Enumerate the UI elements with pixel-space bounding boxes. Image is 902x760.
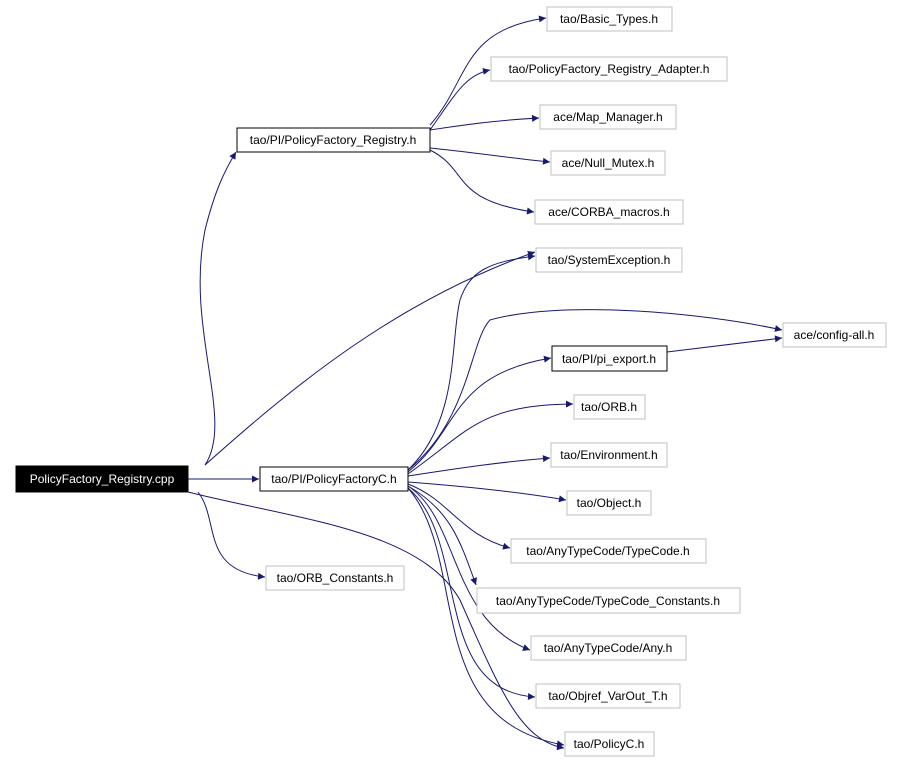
node-orb-constants-h[interactable]: tao/ORB_Constants.h xyxy=(265,565,405,591)
node-label: tao/PI/PolicyFactoryC.h xyxy=(271,472,396,486)
node-systemexception-h[interactable]: tao/SystemException.h xyxy=(535,247,683,273)
node-label: ace/Map_Manager.h xyxy=(553,110,662,124)
edge-root-policyc xyxy=(187,491,565,751)
edge-reg-corba xyxy=(429,149,535,215)
node-label: ace/Null_Mutex.h xyxy=(562,156,655,170)
edge-reg-adapter xyxy=(429,67,491,131)
edge-pfc-obj xyxy=(407,481,567,503)
graph-edges xyxy=(187,15,783,751)
edge-root-orbc xyxy=(197,491,266,580)
node-objref-varout-t-h[interactable]: tao/Objref_VarOut_T.h xyxy=(535,683,681,709)
node-typecode-h[interactable]: tao/AnyTypeCode/TypeCode.h xyxy=(510,538,707,564)
edge-root-reg xyxy=(199,151,237,466)
node-any-h[interactable]: tao/AnyTypeCode/Any.h xyxy=(530,635,687,661)
node-policyc-h[interactable]: tao/PolicyC.h xyxy=(564,731,655,757)
node-basic-types-h[interactable]: tao/Basic_Types.h xyxy=(546,6,673,32)
node-config-all-h[interactable]: ace/config-all.h xyxy=(782,322,887,348)
edge-piexp-config xyxy=(666,335,783,353)
node-orb-h[interactable]: tao/ORB.h xyxy=(573,394,646,420)
node-label: tao/ORB_Constants.h xyxy=(277,571,394,585)
edge-reg-map xyxy=(429,114,540,131)
node-null-mutex-h[interactable]: ace/Null_Mutex.h xyxy=(550,150,666,176)
node-map-manager-h[interactable]: ace/Map_Manager.h xyxy=(539,104,677,130)
node-root-label: PolicyFactory_Registry.cpp xyxy=(30,472,175,486)
node-label: tao/ORB.h xyxy=(581,400,637,414)
edge-pfc-sysex xyxy=(407,253,536,471)
node-environment-h[interactable]: tao/Environment.h xyxy=(550,442,668,468)
node-label: tao/AnyTypeCode/Any.h xyxy=(544,641,673,655)
node-typecode-constants-h[interactable]: tao/AnyTypeCode/TypeCode_Constants.h xyxy=(476,587,741,614)
node-root[interactable]: PolicyFactory_Registry.cpp xyxy=(15,465,189,493)
node-label: tao/AnyTypeCode/TypeCode.h xyxy=(526,544,689,558)
node-label: tao/AnyTypeCode/TypeCode_Constants.h xyxy=(496,594,720,608)
graph-nodes: PolicyFactory_Registry.cpp tao/PI/Policy… xyxy=(15,6,887,757)
node-pi-export-h[interactable]: tao/PI/pi_export.h xyxy=(551,345,668,372)
edge-pfc-config xyxy=(407,309,783,471)
node-label: tao/PolicyFactory_Registry_Adapter.h xyxy=(509,62,710,76)
node-label: tao/PI/pi_export.h xyxy=(562,352,656,366)
node-label: tao/SystemException.h xyxy=(548,253,671,267)
edge-reg-null xyxy=(429,147,551,165)
edge-pfc-env xyxy=(407,455,551,477)
node-policyfactoryc-h[interactable]: tao/PI/PolicyFactoryC.h xyxy=(259,466,409,492)
node-label: tao/PolicyC.h xyxy=(574,737,645,751)
node-label: ace/CORBA_macros.h xyxy=(548,205,669,219)
node-label: tao/Environment.h xyxy=(560,448,657,462)
node-label: ace/config-all.h xyxy=(794,328,875,342)
node-label: tao/Objref_VarOut_T.h xyxy=(548,689,667,703)
node-label: tao/Object.h xyxy=(577,496,642,510)
edge-pfc-tc xyxy=(407,483,511,550)
node-registry-adapter-h[interactable]: tao/PolicyFactory_Registry_Adapter.h xyxy=(490,56,728,82)
node-object-h[interactable]: tao/Object.h xyxy=(566,490,652,516)
edge-pfc-objref xyxy=(407,487,536,701)
edge-pfc-policyc xyxy=(407,487,565,748)
node-label: tao/Basic_Types.h xyxy=(560,12,658,26)
node-label: tao/PI/PolicyFactory_Registry.h xyxy=(250,133,417,147)
node-policyfactory-registry-h[interactable]: tao/PI/PolicyFactory_Registry.h xyxy=(236,127,431,153)
edge-reg-basic xyxy=(429,15,547,126)
node-corba-macros-h[interactable]: ace/CORBA_macros.h xyxy=(534,199,684,225)
edge-pfc-any xyxy=(407,485,531,651)
edge-pfc-orb xyxy=(407,400,574,475)
edge-pfc-piexp xyxy=(407,355,552,473)
edge-root-sysex xyxy=(204,251,536,466)
edge-pfc-tcc xyxy=(407,485,477,586)
